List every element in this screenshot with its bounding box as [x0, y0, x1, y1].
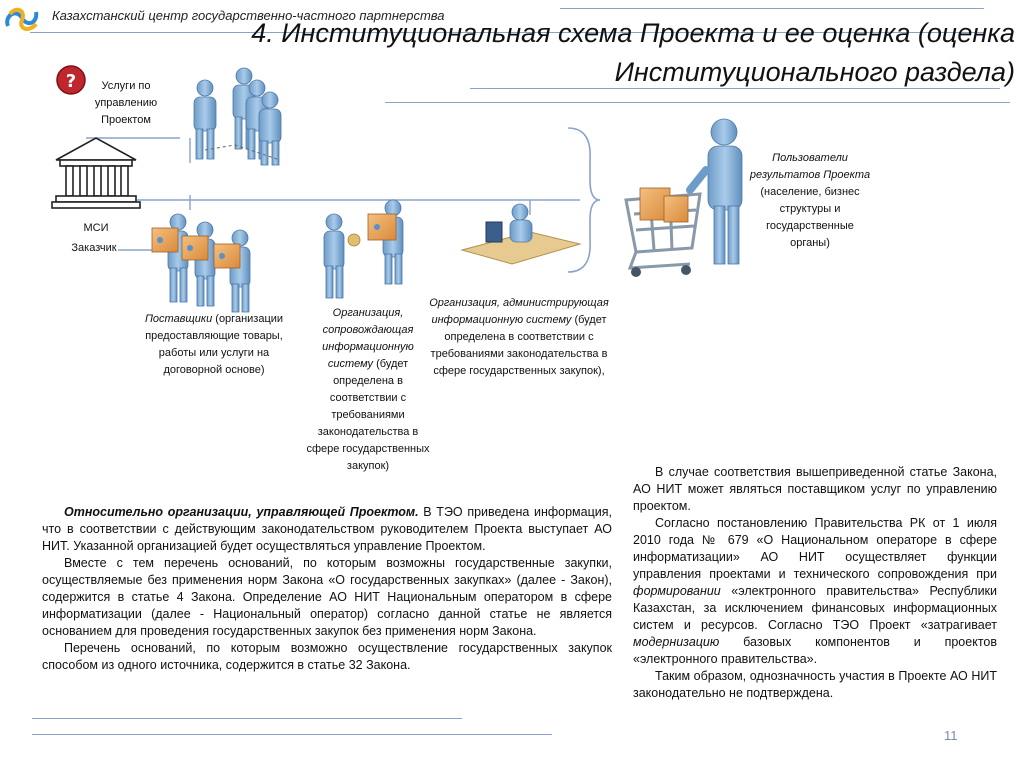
admin-org-label: Организация, администрирующая информацио… [424, 295, 614, 380]
services-label: Услуги по управлению Проектом [94, 80, 158, 126]
admin-org-desc: (будет определена в соответствии с требо… [430, 314, 608, 377]
support-org-label: Организация, сопровождающая информационн… [306, 305, 430, 475]
right-paragraph-3: Таким образом, однозначность участия в П… [633, 669, 997, 700]
svg-text:?: ? [66, 71, 76, 92]
title-rule-2 [385, 102, 1010, 103]
suppliers-label: Поставщики (организации предоставляющие … [140, 311, 288, 379]
msi-label: МСИ [83, 222, 109, 234]
support-org-title: Организация, сопровождающая информационн… [322, 307, 414, 370]
page-title-line2: Институционального раздела) [614, 57, 1015, 87]
header-rule-mid [30, 32, 984, 33]
left-paragraph-2: Вместе с тем перечень оснований, по кото… [42, 556, 612, 638]
admin-org-icon [460, 203, 582, 265]
header-rule-top [560, 8, 984, 9]
users-label: Пользователи результатов Проекта (населе… [746, 150, 874, 252]
logo [2, 4, 42, 34]
right-paragraph-2: Согласно постановлению Правительства РК … [633, 516, 997, 666]
government-building-icon [51, 137, 141, 209]
page-title-line1: 4. Институциональная схема Проекта и ее … [251, 18, 1015, 48]
shopping-cart-user-icon [624, 118, 743, 277]
suppliers-title: Поставщики [144, 313, 213, 325]
left-rule-2 [32, 734, 552, 735]
right-text-block: В случае соответствия вышеприведенной ст… [633, 464, 997, 702]
title-rule-1 [470, 88, 1000, 89]
left-paragraph-1-lead: Относительно организации, управляющей Пр… [64, 505, 419, 519]
users-title: Пользователи результатов Проекта [749, 152, 871, 181]
left-paragraph-3: Перечень оснований, по которым возможно … [42, 641, 612, 672]
support-org-icon [323, 199, 404, 299]
management-people-icon [193, 67, 282, 166]
org-name: Казахстанский центр государственно-частн… [52, 8, 445, 23]
admin-org-title: Организация, администрирующая информацио… [429, 297, 609, 326]
left-text-block: Относительно организации, управляющей Пр… [42, 504, 612, 674]
users-brace [567, 127, 601, 273]
left-paragraph-1: Относительно организации, управляющей Пр… [42, 505, 612, 553]
suppliers-desc: (организации предоставляющие товары, раб… [145, 313, 284, 376]
users-desc: (население, бизнес структуры и государст… [760, 186, 860, 249]
customer-label: Заказчик [71, 242, 117, 254]
left-rule-1 [32, 718, 462, 719]
suppliers-icon [151, 213, 251, 313]
right-paragraph-1: В случае соответствия вышеприведенной ст… [633, 465, 997, 513]
support-org-desc: (будет определена в соответствии с требо… [306, 358, 430, 472]
question-icon: ? [56, 65, 86, 95]
page-number: 11 [944, 728, 958, 743]
